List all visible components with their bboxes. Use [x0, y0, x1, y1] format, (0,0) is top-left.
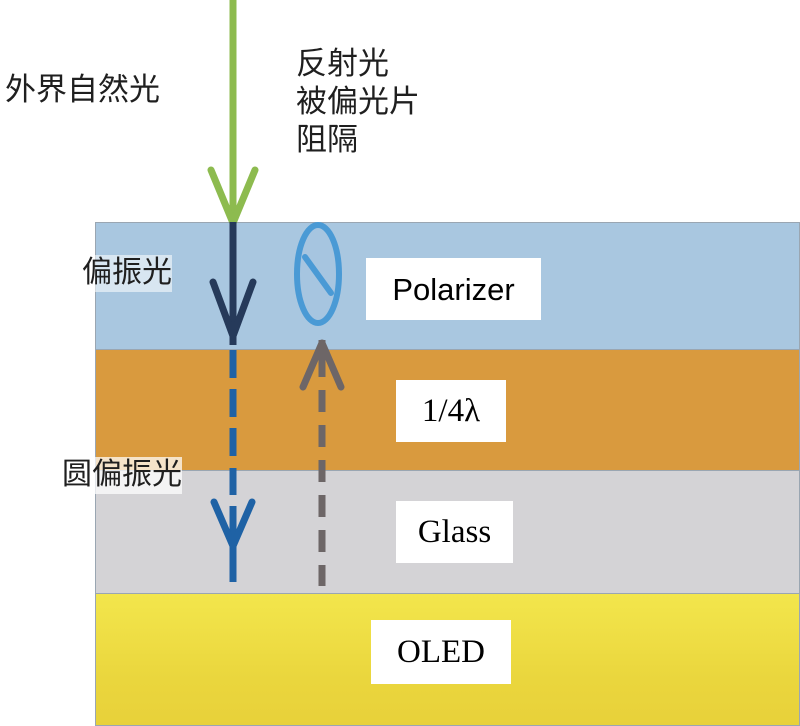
polarized-light-label: 偏振光 [82, 255, 172, 292]
oled-label: OLED [371, 620, 511, 684]
circular-polarized-light-label: 圆偏振光 [62, 457, 182, 494]
polarizer-label: Polarizer [366, 258, 541, 320]
natural-light-arrow [207, 0, 259, 227]
natural-light-label: 外界自然光 [5, 72, 160, 108]
reflected-light-label: 反射光 被偏光片 阻隔 [296, 46, 420, 159]
natural-light-arrowhead [207, 166, 259, 227]
reflected-light-line: 反射光 被偏光片 阻隔 [296, 46, 420, 158]
quarter-wave-label: 1/4λ [396, 380, 506, 442]
glass-label: Glass [396, 501, 513, 563]
